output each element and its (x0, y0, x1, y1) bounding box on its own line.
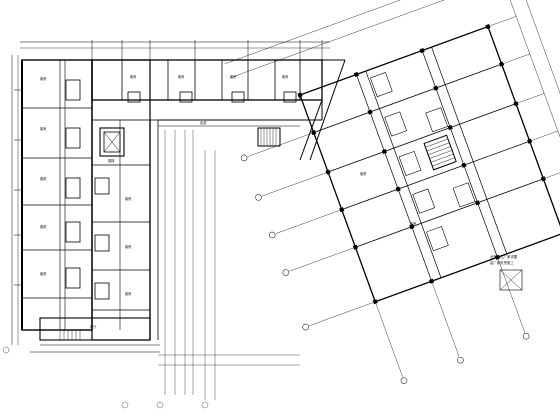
room-label: 客房 (40, 224, 46, 229)
room-label: 客房 (125, 244, 131, 249)
room-label: 客房 (178, 74, 184, 79)
room-label: 客房 (40, 126, 46, 131)
grid-lines-left (2, 150, 216, 409)
room-label: 客房 (230, 74, 236, 79)
room-labels: 客房 客房 客房 客房 客房 客房 客房 客房 客房 客房 客房 客房 客房 客… (40, 74, 416, 329)
room-label: 客房 (40, 76, 46, 81)
corridor-label: 走道 (200, 120, 207, 125)
top-wing (91, 40, 323, 395)
room-label: 客房 (130, 74, 136, 79)
corner-connector (299, 59, 346, 161)
room-label: 客房 (282, 74, 288, 79)
room-label: 客房 (125, 196, 131, 201)
room-label: 客房 (125, 291, 131, 296)
room-label: 客房 (40, 271, 46, 276)
stair-label: 楼梯 (108, 158, 115, 163)
annotation-note: 此处参见厂家详图 由厂家负责施工 (490, 254, 523, 291)
angled-wing (224, 0, 560, 384)
room-label: 客房 (360, 171, 366, 176)
note-line: 此处参见厂家详图 (490, 254, 518, 259)
room-label: 客房 (40, 176, 46, 181)
lobby-label: 前厅 (90, 324, 97, 329)
room-label: 客房 (410, 221, 416, 226)
note-line: 由厂家负责施工 (490, 260, 514, 265)
left-wing (11, 41, 330, 353)
